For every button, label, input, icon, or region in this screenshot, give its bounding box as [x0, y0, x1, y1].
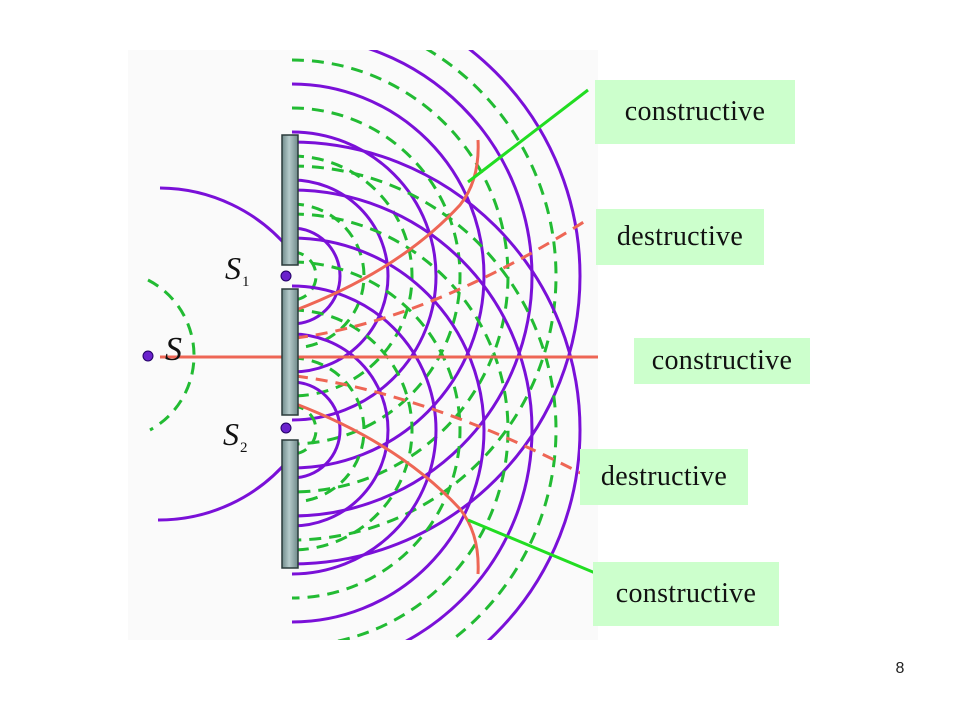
slit-1-crest-arc: [291, 226, 342, 326]
source-s-text: S: [165, 331, 182, 368]
source-wave-crest-arc: [159, 186, 292, 251]
slit-1-trough-arc: [291, 106, 462, 446]
slit-2-crest-arc: [291, 236, 486, 624]
pointer-top: [467, 88, 589, 184]
lower-destructive-line: [295, 374, 591, 480]
source-s-dot: [142, 350, 154, 362]
source-s2-dot: [280, 422, 292, 434]
source-wave-trough-arc: [147, 278, 196, 432]
source-wave-troughs: [147, 278, 196, 432]
slit-2-crest-arc: [291, 380, 342, 480]
slit-2-crest-arc: [291, 284, 438, 576]
source-s-label: S: [165, 333, 182, 367]
interference-lines: [160, 139, 598, 575]
source-s2-label: S2: [223, 416, 248, 456]
slit-2-crest-arc: [291, 140, 582, 640]
label-destructive-lower: destructive: [580, 449, 748, 505]
source-s1-subscript: 1: [242, 274, 250, 290]
slit-2-crest-arc: [291, 188, 534, 640]
slit-2-trough-arc: [291, 308, 414, 552]
slit-1-crest-arc: [291, 178, 390, 374]
upper-destructive-line: [295, 216, 591, 340]
slit-2-trough-arc: [291, 164, 558, 640]
slit-2-trough-arc: [291, 212, 510, 640]
slit-2-trough-arc: [291, 260, 462, 600]
slit-1-trough-arc: [291, 250, 318, 302]
slit-barrier: [281, 134, 299, 569]
lower-constructive-line: [295, 402, 480, 575]
label-constructive-bottom: constructive: [593, 562, 779, 626]
barrier-middle: [281, 288, 299, 416]
slit-1-trough-arc: [291, 58, 510, 494]
slide-number: 8: [895, 660, 905, 677]
label-destructive-upper: destructive: [596, 209, 764, 265]
label-constructive-top: constructive: [595, 80, 795, 144]
upper-constructive-line: [295, 139, 480, 312]
slit-2-trough-arc: [291, 404, 318, 456]
source-s1-dot: [280, 270, 292, 282]
source-s2-text: S: [223, 416, 239, 452]
source-wave-crest-arc: [157, 457, 292, 522]
slit-2-crest-arc: [291, 332, 390, 528]
source-wave-crests: [157, 186, 292, 522]
source-s2-subscript: 2: [240, 440, 248, 456]
slit-wave-fronts: [291, 50, 582, 640]
label-constructive-middle: constructive: [634, 338, 810, 384]
barrier-top: [281, 134, 299, 266]
slit-1-crest-arc: [291, 50, 534, 518]
source-s1-text: S: [225, 250, 241, 286]
source-s1-label: S1: [225, 250, 250, 290]
pointer-bottom: [467, 518, 601, 577]
barrier-bottom: [281, 439, 299, 569]
